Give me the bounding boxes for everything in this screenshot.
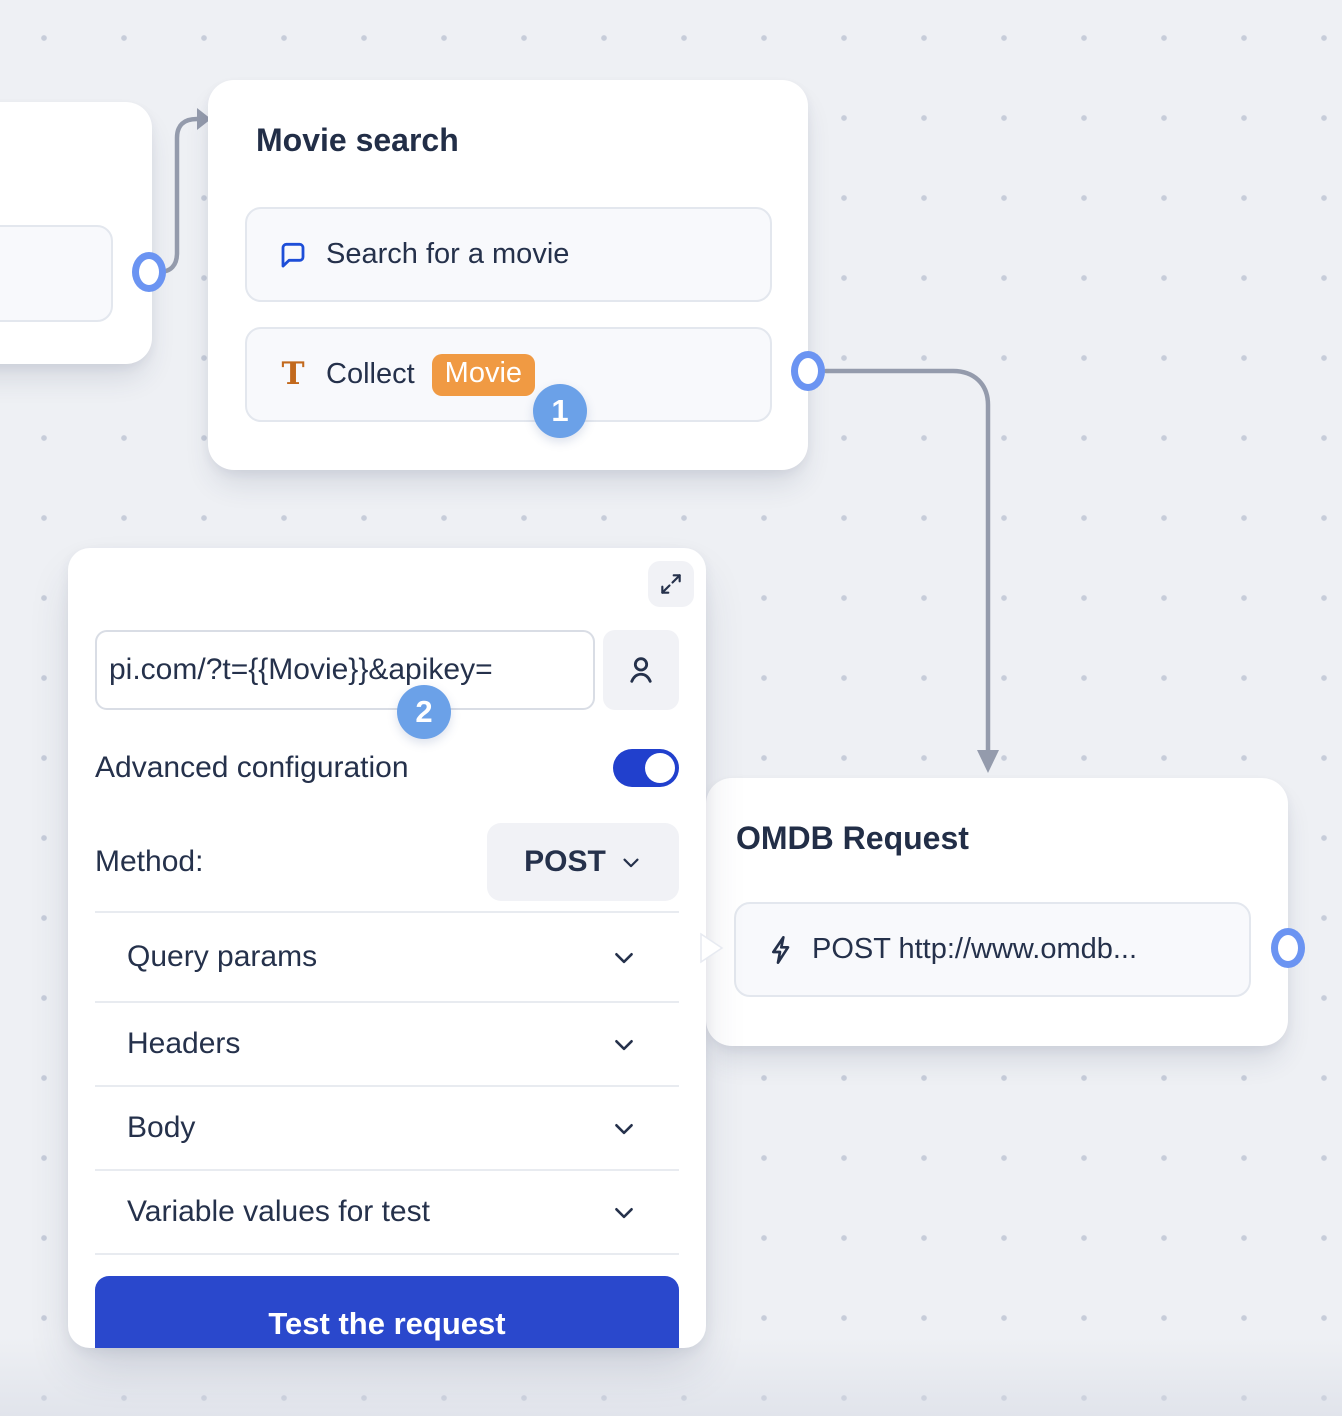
- section-label: Query params: [127, 940, 318, 973]
- section-query-params[interactable]: Query params: [95, 913, 679, 1003]
- item-label: POST http://www.omdb...: [812, 933, 1138, 965]
- section-variable-values[interactable]: Variable values for test: [95, 1171, 679, 1255]
- omdb-request-node[interactable]: OMDB Request POST http://www.omdb...: [706, 778, 1288, 1046]
- advanced-configuration-row: Advanced configuration: [95, 747, 679, 789]
- section-label: Headers: [127, 1027, 241, 1060]
- item-label: Search for a movie: [326, 238, 570, 270]
- url-row: [95, 630, 679, 710]
- webhook-config-panel: Advanced configuration Method: POST Quer…: [68, 548, 706, 1348]
- chat-bubble-icon: [277, 239, 309, 271]
- method-value: POST: [524, 845, 606, 878]
- node-title: Movie search: [256, 122, 459, 158]
- movie-search-item-question[interactable]: Search for a movie: [245, 207, 772, 302]
- variable-chip-movie[interactable]: Movie: [431, 353, 536, 396]
- step-badge-1: 1: [533, 384, 587, 438]
- lightning-bolt-icon: [766, 934, 798, 966]
- section-label: Body: [127, 1111, 196, 1144]
- item-label: Collect: [326, 358, 415, 390]
- advanced-configuration-toggle[interactable]: [613, 749, 679, 787]
- chevron-down-icon: [611, 1031, 637, 1057]
- output-port[interactable]: [791, 354, 825, 388]
- method-row: Method: POST: [95, 823, 679, 901]
- chevron-down-icon: [611, 1199, 637, 1225]
- step-badge-2: 2: [397, 685, 451, 739]
- chevron-down-icon: [611, 1115, 637, 1141]
- toggle-knob: [645, 753, 675, 783]
- text-input-icon: T: [281, 356, 305, 392]
- omdb-request-item[interactable]: POST http://www.omdb...: [734, 902, 1251, 997]
- partial-card[interactable]: [0, 102, 152, 364]
- method-dropdown[interactable]: POST: [487, 823, 679, 901]
- section-label: Variable values for test: [127, 1195, 430, 1228]
- partial-card-item[interactable]: [0, 225, 113, 322]
- output-port[interactable]: [132, 255, 166, 289]
- expand-button[interactable]: [648, 561, 694, 607]
- chevron-down-icon: [620, 851, 642, 873]
- method-label: Method:: [95, 845, 204, 878]
- variables-button[interactable]: [603, 630, 679, 710]
- section-body[interactable]: Body: [95, 1087, 679, 1171]
- advanced-configuration-label: Advanced configuration: [95, 751, 409, 784]
- expand-diagonal-icon: [658, 571, 684, 597]
- accordion-sections: Query params Headers Body Variable value…: [95, 911, 679, 1255]
- chevron-down-icon: [611, 944, 637, 970]
- person-icon: [624, 653, 658, 687]
- output-port[interactable]: [1271, 931, 1305, 965]
- url-input[interactable]: [95, 630, 595, 710]
- movie-search-item-collect[interactable]: T Collect Movie: [245, 327, 772, 422]
- section-headers[interactable]: Headers: [95, 1003, 679, 1087]
- movie-search-node[interactable]: Movie search Search for a movie T Collec…: [208, 80, 808, 470]
- node-title: OMDB Request: [736, 820, 969, 856]
- test-request-button[interactable]: Test the request: [95, 1276, 679, 1348]
